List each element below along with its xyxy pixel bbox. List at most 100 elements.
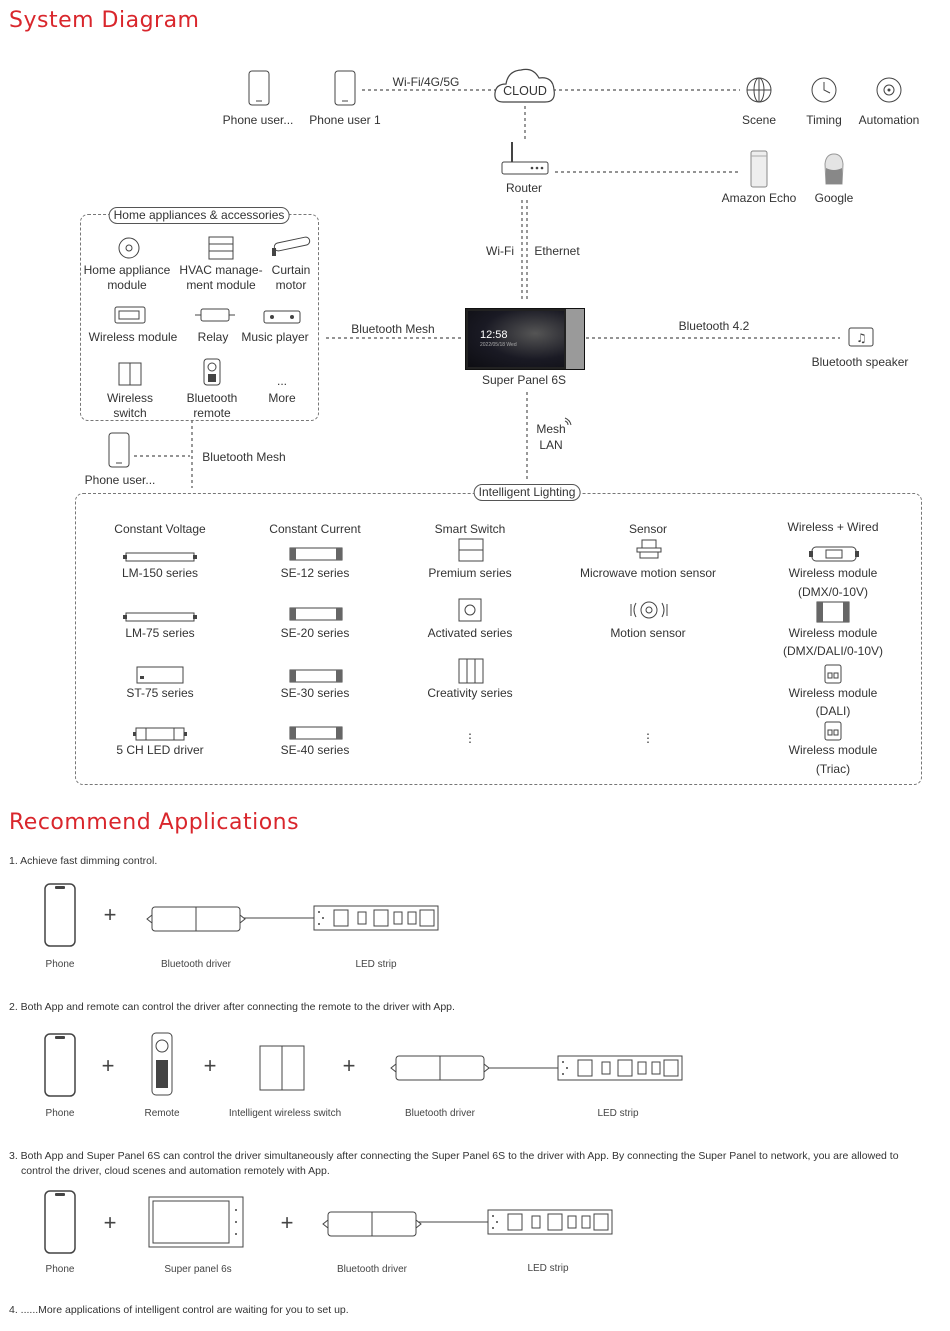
bluetooth-remote-icon — [203, 358, 221, 386]
phone-user-1-label: Phone user 1 — [309, 113, 381, 127]
wireless-wired-head: Wireless + Wired — [787, 520, 879, 534]
microwave-sensor-icon — [636, 539, 662, 559]
bluetooth-4-2-label: Bluetooth 4.2 — [678, 319, 750, 333]
phone-label: Phone — [45, 959, 75, 970]
system-diagram-title: System Diagram — [9, 8, 200, 33]
panel-date: 2022/05/18 Wed — [480, 342, 517, 348]
phone-icon — [248, 70, 270, 106]
led-strip-label: LED strip — [355, 959, 397, 970]
wireless-module-label: Wireless module — [788, 686, 878, 700]
step-3-text: 3. Both App and Super Panel 6S can contr… — [9, 1150, 899, 1162]
sensor-head: Sensor — [628, 522, 668, 536]
plus-sign: + — [103, 1210, 117, 1235]
panel-time: 12:58 — [480, 329, 508, 341]
wireless-module-spec: (DMX/DALI/0-10V) — [782, 644, 884, 658]
bluetooth-driver-icon — [322, 1211, 422, 1237]
bluetooth-driver-icon — [390, 1055, 490, 1081]
cloud-icon — [494, 68, 555, 103]
super-panel-icon — [148, 1196, 244, 1248]
lan-label: LAN — [539, 438, 563, 452]
scene-label: Scene — [741, 113, 777, 127]
creativity-switch-icon — [458, 658, 484, 684]
amazon-echo-icon — [750, 150, 768, 188]
bluetooth-driver-icon — [146, 906, 246, 932]
connection-lines — [134, 89, 840, 488]
music-player-icon — [263, 310, 301, 324]
se-40-label: SE-40 series — [280, 743, 350, 757]
driver-icon — [136, 666, 184, 684]
bluetooth-driver-label: Bluetooth driver — [336, 1264, 408, 1275]
mesh-label: Mesh — [536, 422, 566, 436]
st-75-label: ST-75 series — [126, 686, 194, 700]
phone-icon — [44, 1190, 76, 1254]
wifi-4g-5g-label: Wi-Fi/4G/5G — [392, 75, 460, 89]
timing-label: Timing — [806, 113, 842, 127]
super-panel-6s-device: 12:58 2022/05/18 Wed — [465, 308, 585, 370]
recommend-applications-title: Recommend Applications — [9, 810, 300, 835]
phone-label: Phone — [45, 1108, 75, 1119]
driver-icon — [289, 547, 343, 561]
router-icon — [501, 142, 549, 175]
driver-icon — [123, 612, 197, 622]
bluetooth-driver-label: Bluetooth driver — [160, 959, 232, 970]
google-label: Google — [814, 191, 854, 205]
premium-series-label: Premium series — [428, 566, 512, 580]
cloud-label: CLOUD — [503, 84, 547, 98]
clock-icon — [811, 77, 837, 103]
amazon-echo-label: Amazon Echo — [721, 191, 797, 205]
driver-icon — [289, 726, 343, 740]
plus-sign: + — [101, 1053, 115, 1078]
driver-icon — [123, 552, 197, 562]
step-2-text: 2. Both App and remote can control the d… — [9, 1001, 455, 1013]
hvac-module-label: HVAC manage- ment module — [179, 263, 263, 292]
google-home-icon — [824, 153, 844, 185]
se-12-label: SE-12 series — [280, 566, 350, 580]
driver-icon — [289, 607, 343, 621]
curtain-motor-label: Curtain motor — [271, 263, 311, 292]
phone-user-label: Phone user... — [84, 473, 156, 487]
wireless-module-label: Wireless module — [788, 566, 878, 580]
phone-icon — [44, 1033, 76, 1097]
wireless-switch-icon — [118, 362, 142, 386]
step-3-text-cont: control the driver, cloud scenes and aut… — [21, 1165, 330, 1177]
super-panel-6s-label: Super Panel 6S — [481, 373, 567, 387]
premium-switch-icon — [458, 538, 484, 562]
wireless-module-spec: (DMX/0-10V) — [797, 585, 869, 599]
curtain-motor-icon — [272, 236, 311, 256]
plus-sign: + — [203, 1053, 217, 1078]
wireless-module-label: Wireless module — [88, 330, 178, 344]
wireless-module-icon — [114, 306, 146, 324]
driver-icon — [289, 669, 343, 683]
phone-icon — [108, 432, 130, 468]
led-strip-icon — [244, 905, 439, 931]
router-label: Router — [505, 181, 543, 195]
step-4-text: 4. ......More applications of intelligen… — [9, 1304, 349, 1316]
motion-sensor-icon — [630, 601, 668, 619]
driver-icon — [133, 727, 187, 741]
wireless-module-icon — [809, 546, 859, 562]
bluetooth-speaker-icon: ♫ — [848, 327, 874, 347]
se-20-label: SE-20 series — [280, 626, 350, 640]
wireless-module-icon — [824, 664, 842, 684]
super-panel-6s-label: Super panel 6s — [164, 1264, 232, 1275]
automation-icon — [876, 77, 902, 103]
creativity-series-label: Creativity series — [427, 686, 513, 700]
lm-150-label: LM-150 series — [121, 566, 199, 580]
plus-sign: + — [280, 1210, 294, 1235]
home-appliances-title: Home appliances & accessories — [108, 207, 290, 224]
led-strip-label: LED strip — [527, 1263, 569, 1274]
wireless-module-icon — [824, 721, 842, 741]
remote-icon — [151, 1032, 173, 1096]
wireless-module-spec: (DALI) — [815, 704, 851, 718]
phone-icon — [334, 70, 356, 106]
activated-switch-icon — [458, 598, 482, 622]
wireless-module-spec: (Triac) — [815, 762, 851, 776]
globe-icon — [746, 77, 772, 103]
relay-label: Relay — [197, 330, 229, 344]
microwave-motion-sensor-label: Microwave motion sensor — [579, 566, 717, 580]
smart-switch-head: Smart Switch — [434, 522, 506, 536]
wireless-switch-label: Wireless switch — [106, 391, 153, 420]
bluetooth-driver-label: Bluetooth driver — [404, 1108, 476, 1119]
wireless-module-icon — [816, 601, 850, 623]
automation-label: Automation — [858, 113, 920, 127]
